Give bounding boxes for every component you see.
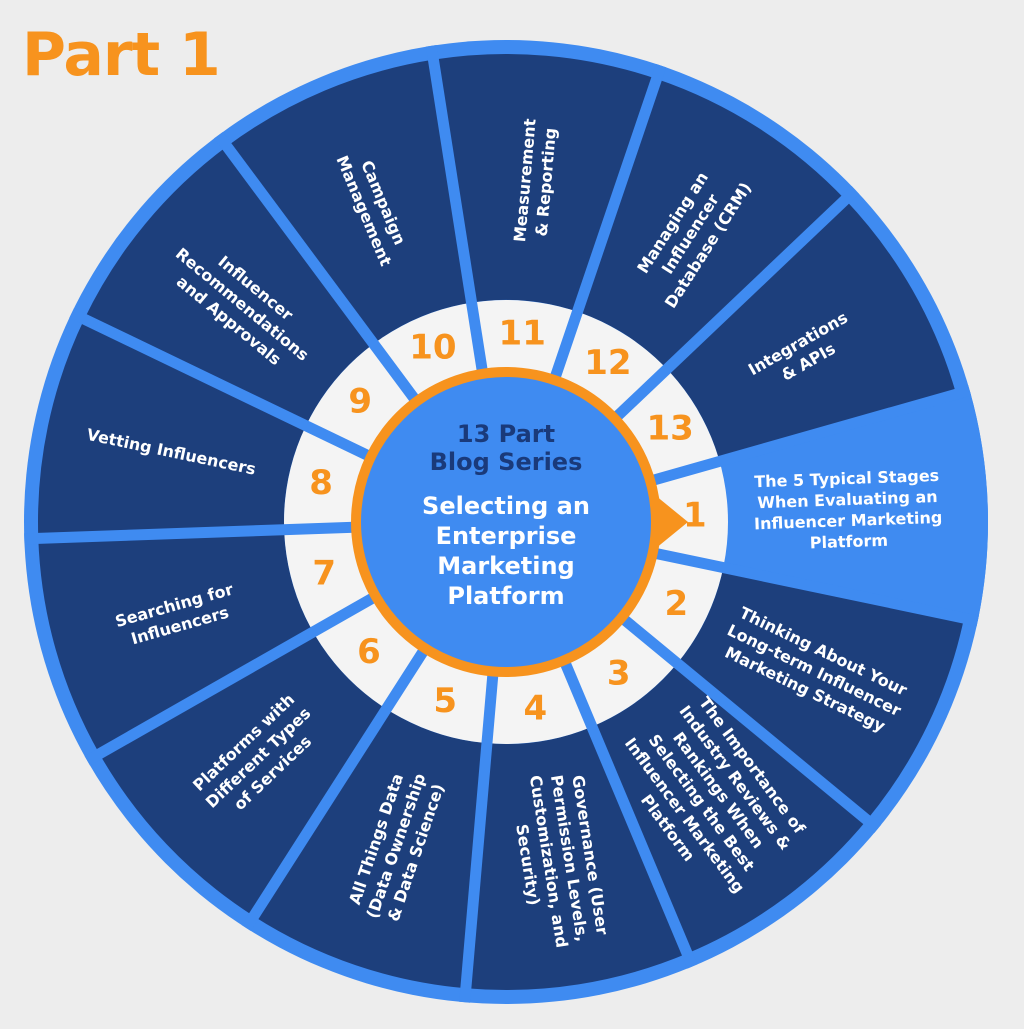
spoke-group	[24, 44, 979, 1003]
segment-number-9: 9	[348, 382, 372, 422]
spoke-10	[214, 131, 420, 404]
hub-kicker-line: Blog Series	[430, 448, 583, 476]
hub-title-line: Platform	[447, 582, 564, 610]
segment-number-1: 1	[683, 495, 707, 535]
hub-pointer-arrow	[655, 495, 688, 549]
segment-11	[433, 53, 657, 312]
segment-8	[37, 319, 306, 539]
segment-12	[577, 78, 846, 370]
segment-number-7: 7	[312, 554, 336, 594]
spoke-1	[650, 385, 972, 486]
spoke-4	[559, 660, 698, 969]
segment-number-12: 12	[584, 343, 631, 383]
segment-number-6: 6	[357, 632, 381, 672]
segment-number-5: 5	[433, 681, 457, 721]
spoke-6	[241, 647, 429, 931]
segment-5	[253, 708, 487, 989]
spoke-12	[549, 63, 667, 380]
part-title: Part 1	[22, 20, 221, 90]
segment-4	[465, 726, 688, 991]
segment-6	[99, 631, 387, 917]
spoke-13	[612, 185, 860, 422]
segment-9	[84, 146, 374, 426]
spoke-2	[653, 547, 979, 627]
segment-number-3: 3	[607, 654, 631, 694]
segment-group	[37, 53, 988, 991]
spoke-3	[619, 614, 882, 834]
segment-10	[226, 59, 472, 344]
hub-kicker-line: 13 Part	[457, 420, 555, 448]
segment-number-4: 4	[523, 689, 547, 729]
spoke-9	[69, 308, 372, 462]
hub-title-line: Selecting an	[422, 492, 590, 520]
segment-13	[666, 199, 957, 462]
segment-number-2: 2	[664, 584, 688, 624]
segment-2	[677, 567, 965, 820]
segment-7	[38, 529, 314, 754]
spoke-7	[84, 592, 377, 766]
spoke-5	[459, 672, 499, 1003]
hub-title-line: Enterprise	[436, 522, 577, 550]
segment-label-line: Platform	[809, 531, 888, 553]
segment-number-10: 10	[409, 328, 456, 368]
hub-title-line: Marketing	[437, 552, 574, 580]
segment-number-13: 13	[647, 408, 694, 448]
segment-number-11: 11	[499, 314, 546, 354]
spoke-8	[24, 521, 355, 545]
segment-number-8: 8	[309, 463, 333, 503]
spoke-11	[425, 44, 488, 373]
